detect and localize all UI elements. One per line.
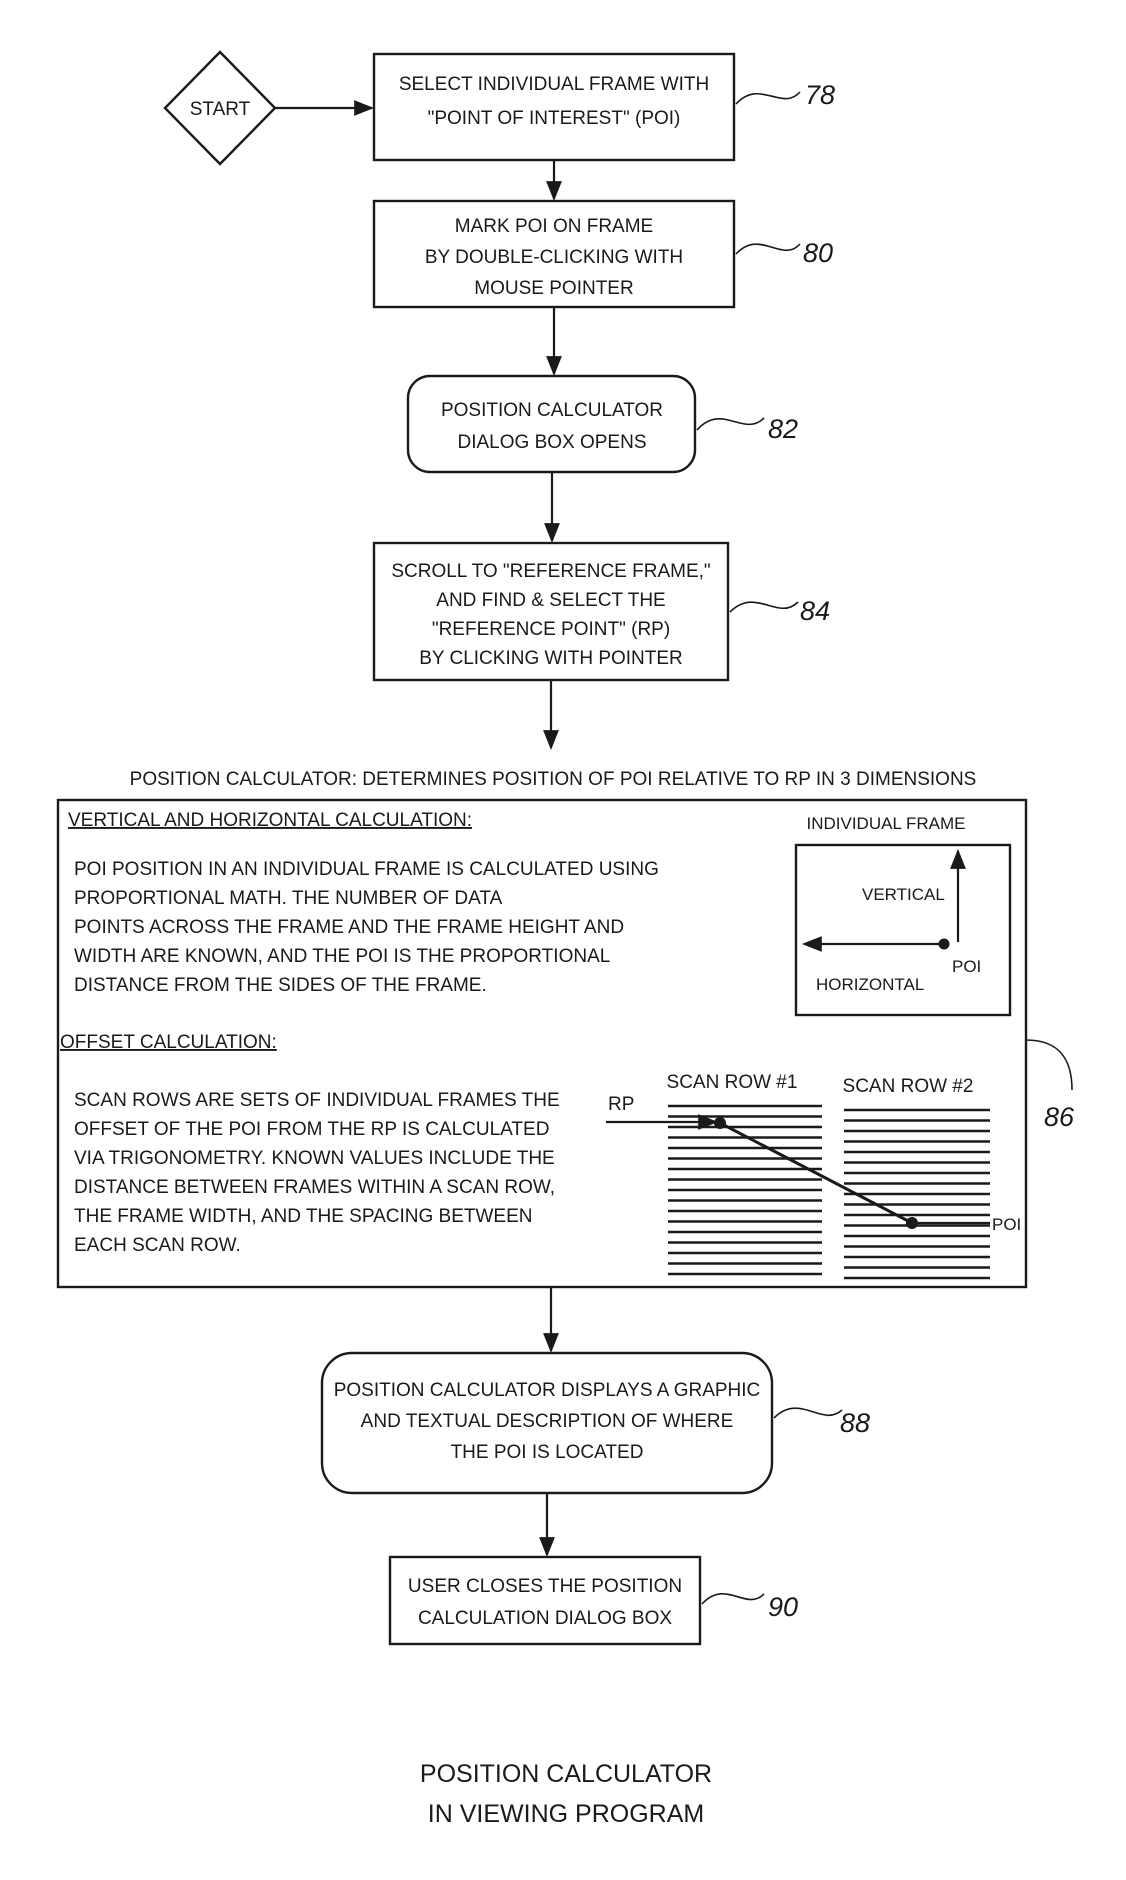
ref-86: 86 [1044,1102,1075,1132]
scan-row-1-label: SCAN ROW #1 [667,1072,798,1093]
step-80-line-3: MOUSE POINTER [474,278,633,299]
leader-82 [697,418,764,430]
vh-title: VERTICAL AND HORIZONTAL CALCULATION: [68,810,472,831]
step-78-line-1: SELECT INDIVIDUAL FRAME WITH [399,74,709,95]
caption-line-2: IN VIEWING PROGRAM [428,1800,704,1828]
step-84: SCROLL TO "REFERENCE FRAME," AND FIND & … [374,543,830,680]
offset-text-line: SCAN ROWS ARE SETS OF INDIVIDUAL FRAMES … [74,1090,560,1111]
frame-title: INDIVIDUAL FRAME [806,814,965,833]
step-88: POSITION CALCULATOR DISPLAYS A GRAPHIC A… [322,1353,870,1493]
leader-90 [702,1594,764,1604]
ref-78: 78 [805,80,835,110]
offset-text-line: VIA TRIGONOMETRY. KNOWN VALUES INCLUDE T… [74,1148,555,1169]
caption-line-1: POSITION CALCULATOR [420,1760,712,1788]
offset-title: OFFSET CALCULATION: [60,1032,277,1053]
calculator-header: POSITION CALCULATOR: DETERMINES POSITION… [130,769,977,790]
step-84-line-2: AND FIND & SELECT THE [436,590,665,611]
step-84-line-3: "REFERENCE POINT" (RP) [432,619,670,640]
vh-text-line: PROPORTIONAL MATH. THE NUMBER OF DATA [74,888,503,909]
step-80: MARK POI ON FRAME BY DOUBLE-CLICKING WIT… [374,201,833,307]
step-88-line-2: AND TEXTUAL DESCRIPTION OF WHERE [361,1411,734,1432]
rp-dot [714,1117,726,1129]
vh-text-line: DISTANCE FROM THE SIDES OF THE FRAME. [74,975,487,996]
step-84-line-1: SCROLL TO "REFERENCE FRAME," [391,561,710,582]
leader-80 [736,244,800,254]
offset-text-line: OFFSET OF THE POI FROM THE RP IS CALCULA… [74,1119,549,1140]
step-90: USER CLOSES THE POSITION CALCULATION DIA… [390,1557,798,1644]
leader-86 [1026,1040,1072,1090]
step-88-line-3: THE POI IS LOCATED [451,1442,644,1463]
individual-frame-figure: INDIVIDUAL FRAME VERTICAL POI HORIZONTAL [796,814,1010,1015]
leader-84 [730,602,798,612]
step-88-line-1: POSITION CALCULATOR DISPLAYS A GRAPHIC [334,1380,761,1401]
vh-text-line: WIDTH ARE KNOWN, AND THE POI IS THE PROP… [74,946,610,967]
vh-text-line: POI POSITION IN AN INDIVIDUAL FRAME IS C… [74,859,659,880]
ref-84: 84 [800,596,830,626]
scan-row-2-label: SCAN ROW #2 [843,1076,974,1097]
ref-88: 88 [840,1408,870,1438]
vh-text-line: POINTS ACROSS THE FRAME AND THE FRAME HE… [74,917,624,938]
step-82: POSITION CALCULATOR DIALOG BOX OPENS 82 [408,376,798,472]
poi-dot [906,1217,918,1229]
step-78-line-2: "POINT OF INTEREST" (POI) [428,108,681,129]
rp-label: RP [608,1094,634,1115]
start-label: START [190,99,251,120]
ref-80: 80 [803,238,833,268]
step-78: SELECT INDIVIDUAL FRAME WITH "POINT OF I… [374,54,835,160]
step-90-line-1: USER CLOSES THE POSITION [408,1576,682,1597]
calculator-block: POSITION CALCULATOR: DETERMINES POSITION… [58,769,1075,1287]
offset-text-line: DISTANCE BETWEEN FRAMES WITHIN A SCAN RO… [74,1177,555,1198]
step-80-line-1: MARK POI ON FRAME [455,216,653,237]
step-82-line-1: POSITION CALCULATOR [441,400,663,421]
scan-poi-label: POI [992,1215,1021,1234]
frame-horizontal-label: HORIZONTAL [816,975,924,994]
leader-88 [774,1408,842,1418]
ref-90: 90 [768,1592,798,1622]
ref-82: 82 [768,414,798,444]
step-84-line-4: BY CLICKING WITH POINTER [419,648,683,669]
step-90-line-2: CALCULATION DIALOG BOX [418,1608,672,1629]
start-node: START [165,52,275,164]
frame-vertical-label: VERTICAL [862,885,945,904]
step-80-line-2: BY DOUBLE-CLICKING WITH [425,247,683,268]
offset-text-line: EACH SCAN ROW. [74,1235,241,1256]
leader-78 [736,92,800,104]
step-82-line-2: DIALOG BOX OPENS [458,432,647,453]
frame-poi-label: POI [952,957,981,976]
offset-text-line: THE FRAME WIDTH, AND THE SPACING BETWEEN [74,1206,533,1227]
frame-poi-dot [939,939,950,950]
